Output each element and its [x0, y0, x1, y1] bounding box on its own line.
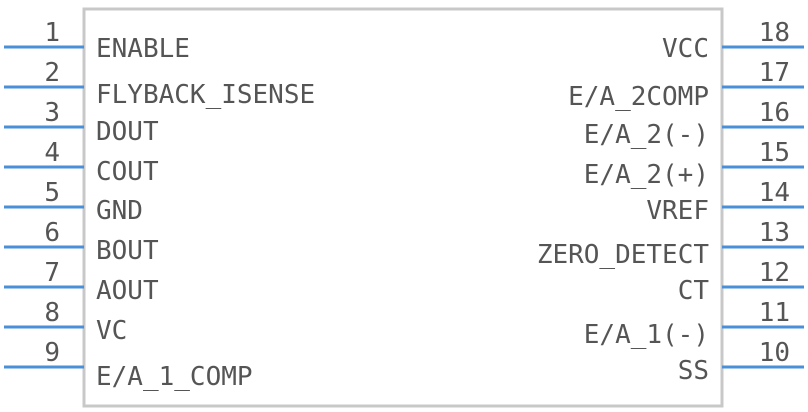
pin-label-2: FLYBACK_ISENSE: [96, 80, 315, 110]
pin-number-8: 8: [44, 298, 60, 328]
pin-label-11: E/A_1(-): [584, 320, 709, 350]
pin-label-17: E/A_2COMP: [568, 82, 709, 112]
pin-number-3: 3: [44, 98, 60, 128]
pin-label-18: VCC: [662, 34, 709, 64]
pin-label-1: ENABLE: [96, 34, 190, 64]
pin-label-10: SS: [678, 356, 709, 386]
pin-label-16: E/A_2(-): [584, 120, 709, 150]
pin-number-6: 6: [44, 218, 60, 248]
pin-number-4: 4: [44, 138, 60, 168]
pin-number-1: 1: [44, 18, 60, 48]
pin-number-12: 12: [759, 258, 790, 288]
pin-number-16: 16: [759, 98, 790, 128]
pin-label-9: E/A_1_COMP: [96, 362, 253, 392]
pin-label-12: CT: [678, 276, 710, 306]
pin-number-2: 2: [44, 58, 60, 88]
pin-number-17: 17: [759, 58, 790, 88]
pin-label-8: VC: [96, 316, 127, 346]
pin-label-4: COUT: [96, 157, 159, 187]
pin-label-13: ZERO_DETECT: [537, 240, 710, 270]
pin-number-7: 7: [44, 258, 60, 288]
pin-label-15: E/A_2(+): [584, 160, 709, 190]
pin-number-14: 14: [759, 178, 790, 208]
pin-label-14: VREF: [646, 196, 709, 226]
pin-label-3: DOUT: [96, 117, 159, 147]
pin-number-10: 10: [759, 338, 790, 368]
pin-number-15: 15: [759, 138, 790, 168]
pin-label-7: AOUT: [96, 276, 159, 306]
pin-number-13: 13: [759, 218, 790, 248]
pin-label-5: GND: [96, 196, 143, 226]
pin-number-5: 5: [44, 178, 60, 208]
pin-number-11: 11: [759, 298, 790, 328]
pin-label-6: BOUT: [96, 236, 159, 266]
pin-number-9: 9: [44, 338, 60, 368]
ic-body: [82, 7, 724, 408]
pin-number-18: 18: [759, 18, 790, 48]
